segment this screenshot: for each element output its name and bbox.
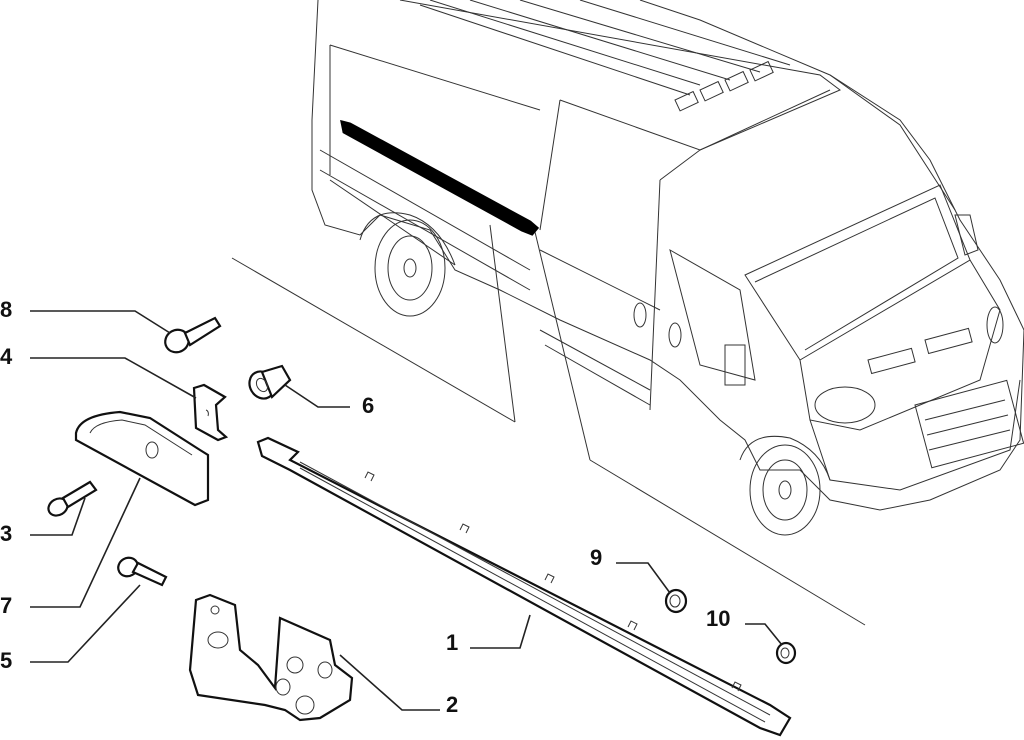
part-3-bolt: [47, 480, 98, 517]
part-7-end-cover: [74, 410, 210, 507]
part-6-bushing: [248, 364, 292, 400]
guide-line: [231, 257, 516, 423]
callout-10: 10: [706, 606, 731, 631]
part-5-bolt: [117, 556, 168, 587]
callout-4: 4: [0, 344, 13, 369]
part-9-nut: [664, 588, 688, 614]
part-2-roller-carriage: [188, 593, 354, 722]
part-8-screw: [164, 316, 222, 354]
callout-9: 9: [590, 545, 603, 570]
callout-5: 5: [0, 648, 13, 673]
front-wheel: [739, 435, 831, 536]
callout-8: 8: [0, 297, 13, 322]
callout-1: 1: [446, 630, 459, 655]
van-illustration: [311, 0, 1024, 536]
upper-rail-highlight: [340, 119, 540, 236]
callout-7: 7: [0, 593, 13, 618]
guide-line: [589, 459, 866, 626]
leader-lines: [30, 310, 783, 711]
callout-6: 6: [362, 393, 375, 418]
guide-line: [489, 224, 516, 423]
part-1-lower-rail: [256, 436, 792, 737]
callout-2: 2: [446, 692, 459, 717]
part-4-clip: [192, 383, 229, 442]
callout-3: 3: [0, 521, 13, 546]
guide-line: [534, 231, 591, 461]
part-10-washer: [775, 641, 797, 665]
rear-wheel: [359, 212, 456, 317]
